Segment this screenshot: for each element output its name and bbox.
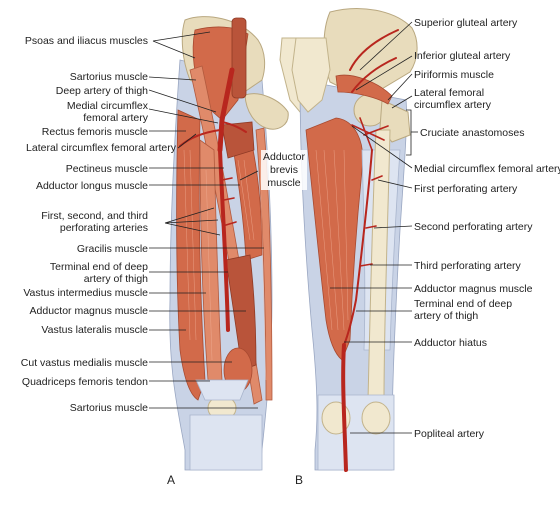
panel-b-illustration — [291, 8, 418, 472]
adductor-magnus-a — [225, 254, 257, 371]
label-perforating-1: First, second, and third — [41, 210, 148, 222]
label-vastus-lateralis: Vastus lateralis muscle — [41, 324, 148, 336]
perforating-arteries-a — [221, 177, 237, 226]
adductor-longus-a — [231, 134, 263, 261]
popliteal-artery-b — [341, 343, 348, 472]
label-quadriceps-tendon: Quadriceps femoris tendon — [22, 376, 148, 388]
label-sartorius-top: Sartorius muscle — [70, 71, 148, 83]
leader-lines-center — [239, 170, 259, 181]
labels-panel-b: Superior gluteal artery Inferior gluteal… — [414, 17, 560, 440]
perforating-arteries-b — [359, 175, 383, 267]
label-medial-circumflex-2: femoral artery — [83, 112, 149, 124]
quadriceps-tendon-a — [195, 379, 249, 401]
label-terminal-a-1: Terminal end of deep — [50, 261, 148, 273]
label-medial-circ-fem: Medial circumflex femoral artery — [414, 163, 560, 175]
label-adductor-brevis-1: Adductor — [263, 151, 306, 163]
label-lateral-femoral-2: circumflex artery — [414, 99, 492, 111]
label-rectus-femoris: Rectus femoris muscle — [42, 126, 148, 138]
label-popliteal: Popliteal artery — [414, 428, 485, 440]
label-terminal-b-2: artery of thigh — [414, 310, 478, 322]
medial-circumflex-a — [221, 121, 247, 133]
deep-artery-b — [343, 149, 373, 346]
label-pectineus: Pectineus muscle — [66, 163, 148, 175]
panel-label-b: B — [295, 473, 303, 487]
label-piriformis: Piriformis muscle — [414, 69, 494, 81]
label-adductor-brevis-3: muscle — [267, 177, 300, 189]
label-second-perforating: Second perforating artery — [414, 221, 533, 233]
label-adductor-magnus-b: Adductor magnus muscle — [414, 283, 533, 295]
pubis-a — [244, 93, 289, 130]
label-adductor-brevis-2: brevis — [270, 164, 298, 176]
label-third-perforating: Third perforating artery — [414, 260, 522, 272]
label-cruciate: Cruciate anastomoses — [420, 127, 524, 139]
label-sartorius-bottom: Sartorius muscle — [70, 402, 148, 414]
label-terminal-b-1: Terminal end of deep — [414, 298, 512, 310]
label-adductor-hiatus: Adductor hiatus — [414, 337, 487, 349]
label-cut-vastus-medialis: Cut vastus medialis muscle — [21, 357, 148, 369]
panel-a-illustration — [169, 16, 317, 471]
label-adductor-longus: Adductor longus muscle — [36, 180, 148, 192]
label-superior-gluteal: Superior gluteal artery — [414, 17, 518, 29]
piriformis-b — [335, 74, 393, 105]
femoral-condyle-b2 — [361, 401, 391, 435]
label-lateral-femoral-1: Lateral femoral — [414, 87, 484, 99]
label-gracilis: Gracilis muscle — [77, 243, 148, 255]
leader-lines-a — [148, 31, 264, 409]
label-first-perforating: First perforating artery — [414, 183, 518, 195]
label-inferior-gluteal: Inferior gluteal artery — [414, 50, 511, 62]
femoral-artery-a — [217, 67, 235, 153]
labels-panel-a: Psoas and iliacus muscles Sartorius musc… — [21, 35, 177, 414]
label-psoas-iliacus: Psoas and iliacus muscles — [25, 35, 148, 47]
label-lateral-circumflex: Lateral circumflex femoral artery — [26, 142, 177, 154]
panel-label-a: A — [167, 473, 175, 487]
vastus-lateralis-a — [176, 109, 206, 401]
knee-a — [189, 414, 263, 471]
cruciate-anastomoses-b — [351, 117, 389, 151]
label-vastus-intermedius: Vastus intermedius muscle — [23, 287, 148, 299]
label-terminal-a-2: artery of thigh — [84, 273, 148, 285]
leader-lines-b — [330, 21, 418, 434]
psoas-muscle-strip — [231, 17, 247, 99]
label-deep-artery: Deep artery of thigh — [56, 85, 148, 97]
fibers-a — [183, 149, 267, 381]
sacrum-b — [291, 37, 331, 113]
label-adductor-magnus-a: Adductor magnus muscle — [30, 305, 149, 317]
label-medial-circumflex-1: Medial circumflex — [67, 100, 149, 112]
inferior-gluteal-artery-b — [351, 57, 397, 93]
fibers-b — [315, 149, 349, 331]
label-perforating-2: perforating arteries — [60, 222, 148, 234]
superior-gluteal-artery-b — [349, 29, 399, 71]
labels-center: Adductor brevis muscle — [261, 150, 307, 190]
